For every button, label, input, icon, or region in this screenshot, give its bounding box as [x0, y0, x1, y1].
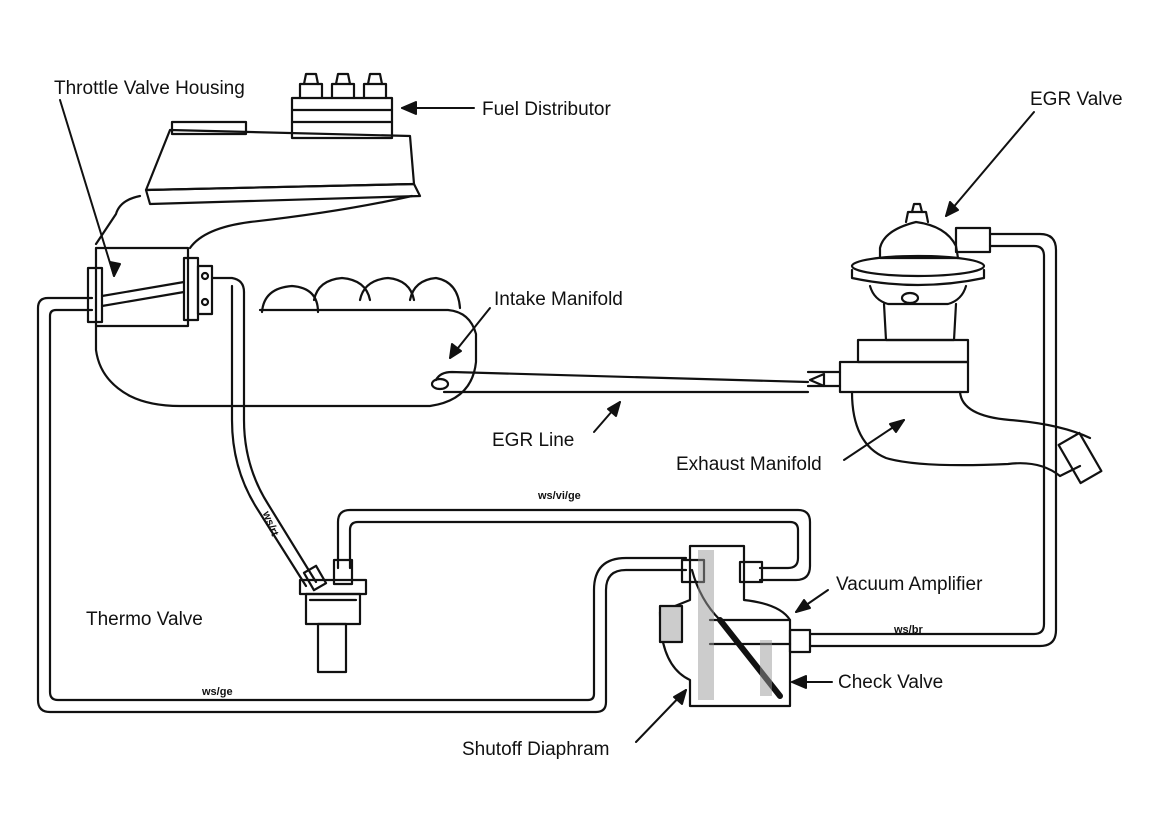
label-shutoff-diaphram: Shutoff Diaphram — [462, 739, 610, 760]
vacuum-amplifier — [658, 544, 812, 708]
fuel-distributor — [290, 72, 394, 140]
label-intake-manifold: Intake Manifold — [494, 289, 623, 310]
label-exhaust-manifold: Exhaust Manifold — [676, 454, 822, 475]
label-thermo-valve: Thermo Valve — [86, 609, 203, 630]
intake-manifold — [94, 276, 810, 408]
label-fuel-distributor: Fuel Distributor — [482, 99, 611, 120]
label-throttle-valve-housing: Throttle Valve Housing — [54, 78, 245, 99]
throttle-valve-housing — [86, 120, 422, 328]
wire-code-ws-ge: ws/ge — [202, 686, 233, 698]
leader-arrows — [59, 99, 1035, 743]
label-egr-line: EGR Line — [492, 430, 575, 451]
vacuum-hoses — [36, 232, 1058, 714]
egr-valve-assembly — [806, 202, 1103, 485]
wire-code-ws-br: ws/br — [894, 624, 923, 636]
wire-code-ws-vi-ge: ws/vi/ge — [538, 490, 581, 502]
label-check-valve: Check Valve — [838, 672, 944, 693]
label-vacuum-amplifier: Vacuum Amplifier — [836, 574, 983, 595]
thermo-valve — [298, 558, 368, 674]
label-egr-valve: EGR Valve — [1030, 89, 1123, 110]
